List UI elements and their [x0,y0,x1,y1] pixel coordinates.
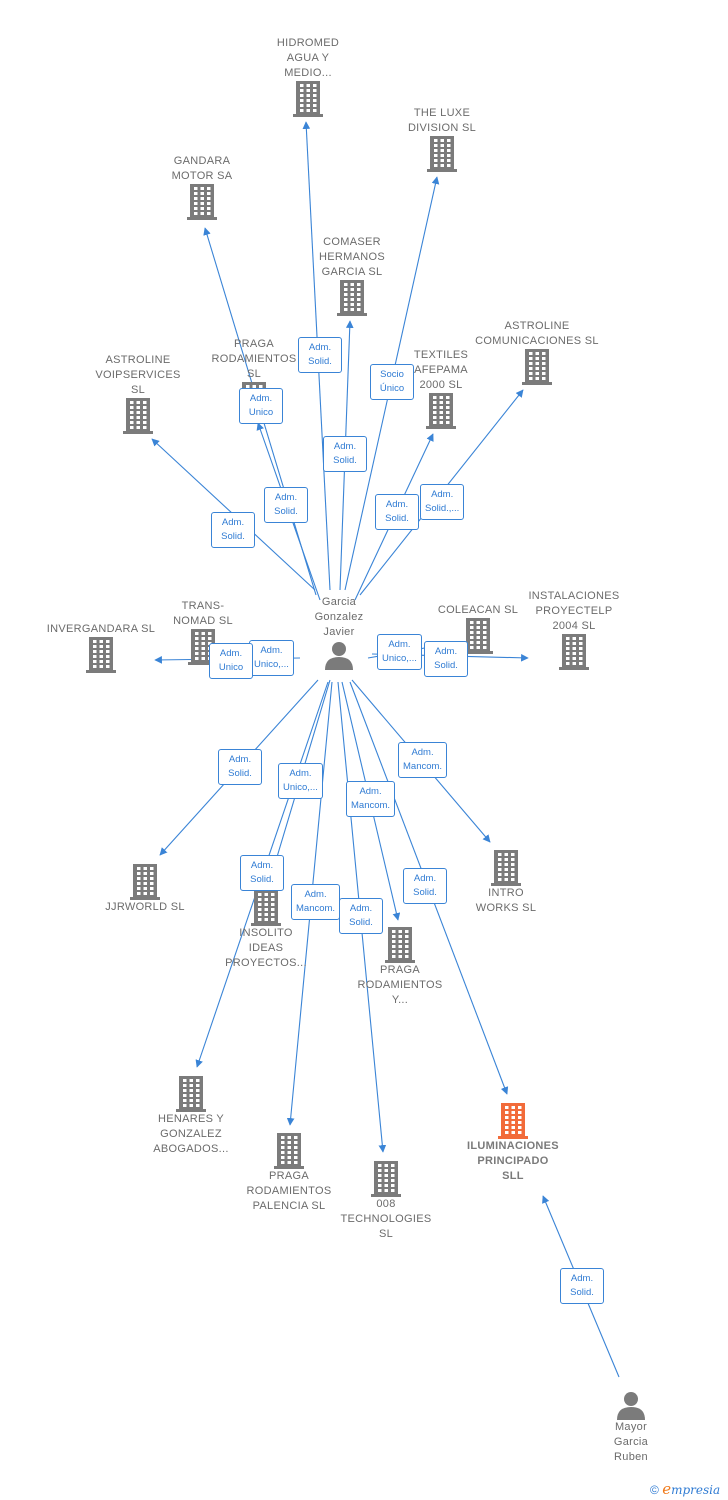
node-label[interactable]: COLEACAN SL [437,604,519,616]
building-icon [463,618,493,654]
company-node-theluxe[interactable]: THE LUXE DIVISION SL [377,106,507,172]
node-label[interactable]: INTRO WORKS SL [475,887,537,914]
node-label[interactable]: JJRWORLD SL [105,901,185,913]
edge-label-iluminaciones[interactable]: Adm. Solid. [560,1268,604,1304]
edge-label-coleacan[interactable]: Adm. Unico,... [377,634,422,670]
node-label[interactable]: THE LUXE DIVISION SL [407,107,477,134]
brand-logo-text: mpresia [671,1483,721,1497]
node-label[interactable]: ASTROLINE COMUNICACIONES SL [475,320,599,347]
copyright-symbol: © [650,1483,659,1497]
node-label[interactable]: GANDARA MOTOR SA [171,155,233,182]
building-icon [293,81,323,117]
company-node-henares[interactable]: HENARES Y GONZALEZ ABOGADOS... [126,1076,256,1157]
node-label[interactable]: PRAGA RODAMIENTOS Y... [357,964,443,1006]
node-label[interactable]: Mayor Garcia Ruben [613,1421,649,1463]
person-icon [617,1392,645,1420]
node-label[interactable]: INSOLITO IDEAS PROYECTOS... [225,927,307,969]
building-icon [130,864,160,900]
building-icon [337,280,367,316]
node-label[interactable]: INSTALACIONES PROYECTELP 2004 SL [528,590,620,632]
building-icon [86,637,116,673]
edge-label-praga_pal[interactable]: Adm. Mancom. [291,884,341,920]
node-label[interactable]: TEXTILES AFEPAMA 2000 SL [413,349,469,391]
edge-label-comaser[interactable]: Adm. Solid. [323,436,367,472]
edge-label-instalaciones[interactable]: Adm. Solid. [424,641,468,677]
building-icon [187,184,217,220]
person-node-garcia[interactable]: Garcia Gonzalez Javier [274,595,404,670]
edge-label-insolito[interactable]: Adm. Unico,... [278,763,323,799]
brand-logo-initial: e [662,1480,672,1498]
company-node-invergandara[interactable]: INVERGANDARA SL [36,622,166,673]
node-label[interactable]: INVERGANDARA SL [46,623,156,635]
edge-label-gandara[interactable]: Adm. Solid. [264,487,308,523]
building-icon [123,398,153,434]
edge-label-praga_rod[interactable]: Adm. Unico [239,388,283,424]
company-node-astroline_com[interactable]: ASTROLINE COMUNICACIONES SL [472,319,602,385]
company-node-instalaciones[interactable]: INSTALACIONES PROYECTELP 2004 SL [509,589,639,670]
edge-label-intro[interactable]: Adm. Mancom. [398,742,448,778]
person-icon [325,642,353,670]
node-label[interactable]: PRAGA RODAMIENTOS PALENCIA SL [246,1170,332,1212]
building-icon [371,1161,401,1197]
node-label[interactable]: ILUMINACIONES PRINCIPADO SLL [467,1140,559,1182]
node-label[interactable]: PRAGA RODAMIENTOS SL [211,338,297,380]
edge-label-iluminaciones[interactable]: Adm. Solid. [403,868,447,904]
building-icon [274,1133,304,1169]
building-icon [426,393,456,429]
edge-label-henares[interactable]: Adm. Solid. [240,855,284,891]
building-icon [559,634,589,670]
edge-label-praga_y[interactable]: Adm. Mancom. [346,781,396,817]
node-label[interactable]: 008 TECHNOLOGIES SL [340,1198,432,1240]
building-icon [385,927,415,963]
node-label[interactable]: TRANS- NOMAD SL [173,600,233,627]
node-label[interactable]: HENARES Y GONZALEZ ABOGADOS... [153,1113,229,1155]
building-icon [498,1103,528,1139]
edge-label-invergandara[interactable]: Adm. Unico,... [249,640,294,676]
edge-label-jjrworld[interactable]: Adm. Solid. [218,749,262,785]
edge-label-transnomad[interactable]: Adm. Unico [209,643,253,679]
edge-label-textiles[interactable]: Adm. Solid. [375,494,419,530]
company-node-textiles[interactable]: TEXTILES AFEPAMA 2000 SL [376,348,506,429]
edge-label-astroline_com[interactable]: Adm. Solid.,... [420,484,465,520]
company-node-insolito[interactable]: INSOLITO IDEAS PROYECTOS... [201,890,331,971]
company-node-jjrworld[interactable]: JJRWORLD SL [80,864,210,915]
building-icon [176,1076,206,1112]
company-node-tech008[interactable]: 008 TECHNOLOGIES SL [321,1161,451,1242]
footer-brand[interactable]: © empresia [650,1480,720,1498]
company-node-gandara[interactable]: GANDARA MOTOR SA [137,154,267,220]
company-node-coleacan[interactable]: COLEACAN SL [413,603,543,654]
node-label[interactable]: HIDROMED AGUA Y MEDIO... [276,37,340,79]
building-icon [427,136,457,172]
company-node-intro[interactable]: INTRO WORKS SL [441,850,571,916]
company-node-iluminaciones[interactable]: ILUMINACIONES PRINCIPADO SLL [448,1103,578,1184]
edge-label-tech008[interactable]: Adm. Solid. [339,898,383,934]
person-node-mayor[interactable]: Mayor Garcia Ruben [566,1390,696,1465]
node-label[interactable]: COMASER HERMANOS GARCIA SL [319,236,385,278]
building-icon [522,349,552,385]
building-icon [491,850,521,886]
company-node-praga_pal[interactable]: PRAGA RODAMIENTOS PALENCIA SL [224,1133,354,1214]
edge-label-theluxe[interactable]: Socio Único [370,364,414,400]
node-label[interactable]: ASTROLINE VOIPSERVICES SL [95,354,181,396]
company-node-hidromed[interactable]: HIDROMED AGUA Y MEDIO... [243,36,373,117]
company-node-praga_y[interactable]: PRAGA RODAMIENTOS Y... [335,927,465,1008]
company-node-comaser[interactable]: COMASER HERMANOS GARCIA SL [287,235,417,316]
building-icon [251,890,281,926]
company-node-astroline_voip[interactable]: ASTROLINE VOIPSERVICES SL [73,353,203,434]
edge-label-hidromed[interactable]: Adm. Solid. [298,337,342,373]
edge-label-astroline_voip[interactable]: Adm. Solid. [211,512,255,548]
node-label[interactable]: Garcia Gonzalez Javier [314,596,364,638]
